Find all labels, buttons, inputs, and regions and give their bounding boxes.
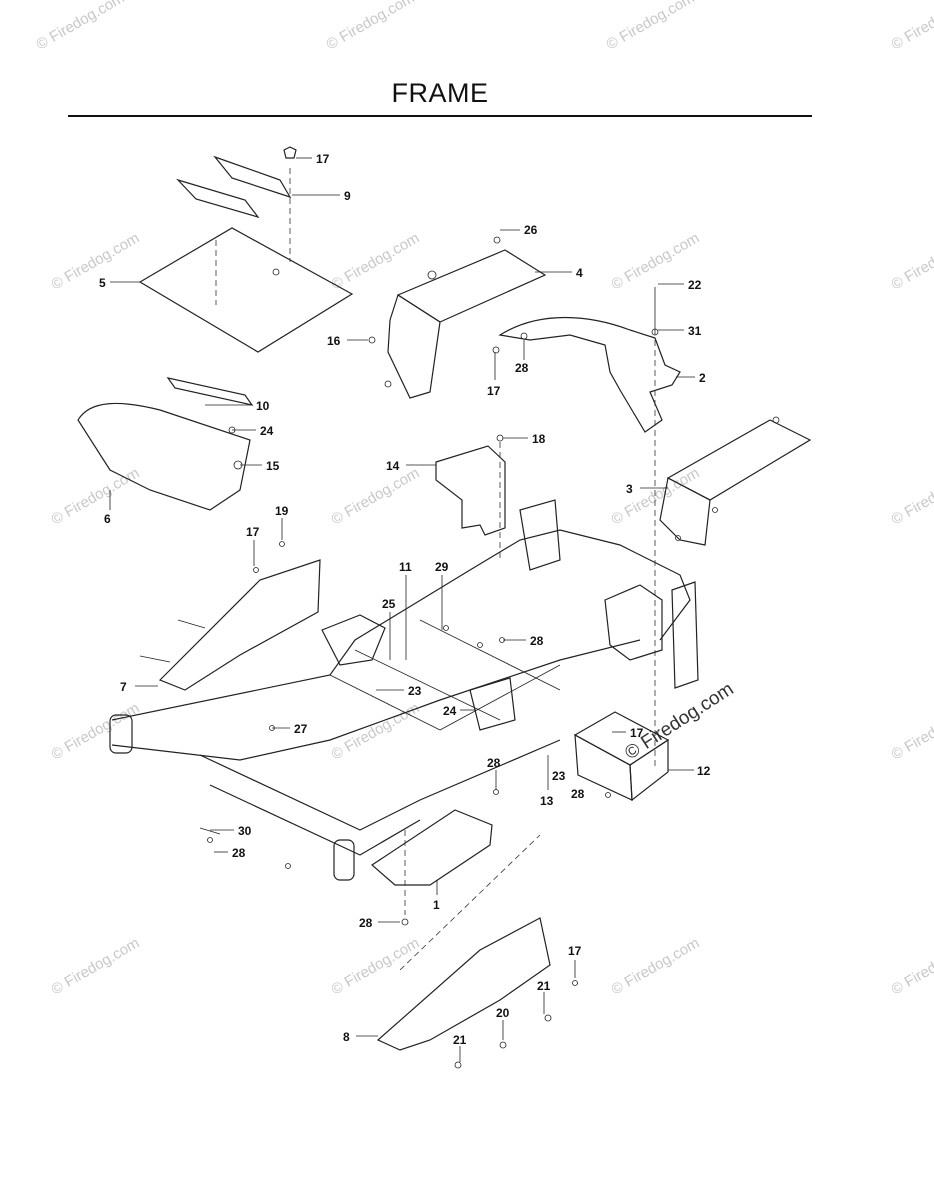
watermark: © Firedog.com [329, 229, 423, 293]
part-9-pads [176, 146, 297, 262]
watermark: © Firedog.com [324, 0, 418, 53]
watermark: © Firedog.com [49, 229, 143, 293]
title-rule [68, 115, 812, 117]
watermark: © Firedog.com [889, 0, 934, 53]
watermark: © Firedog.com [329, 934, 423, 998]
callout-2: 2 [699, 371, 706, 385]
callout-30: 30 [238, 824, 252, 838]
callout-17: 17 [568, 944, 582, 958]
callout-18: 18 [532, 432, 546, 446]
callout-13: 13 [540, 794, 554, 808]
callout-14: 14 [386, 459, 400, 473]
callout-15: 15 [266, 459, 280, 473]
watermark: © Firedog.com [329, 464, 423, 528]
callout-31: 31 [688, 324, 702, 338]
watermark: © Firedog.com [34, 0, 128, 53]
part-5-floor-plate [138, 227, 354, 353]
callout-23: 23 [552, 769, 566, 783]
part-7-side-plate [139, 541, 321, 691]
watermark: © Firedog.com [609, 464, 703, 528]
callout-21: 21 [453, 1033, 467, 1047]
watermark: © Firedog.com [609, 934, 703, 998]
part-3-cover [659, 416, 812, 546]
watermark: © Firedog.com [889, 934, 934, 998]
callout-28: 28 [359, 916, 373, 930]
watermark: © Firedog.com [49, 464, 143, 528]
main-frame [109, 499, 699, 881]
part-1-plate [371, 809, 493, 926]
part-14-bracket [435, 434, 506, 560]
callout-26: 26 [524, 223, 538, 237]
watermark: © Firedog.com [49, 699, 143, 763]
callout-8: 8 [343, 1030, 350, 1044]
callout-28: 28 [515, 361, 529, 375]
callout-9: 9 [344, 189, 351, 203]
watermark-prominent: © Firedog.com [621, 679, 737, 765]
part-4-cover [368, 236, 547, 399]
callout-28: 28 [487, 756, 501, 770]
callout-25: 25 [382, 597, 396, 611]
callout-4: 4 [576, 266, 583, 280]
callout-28: 28 [571, 787, 585, 801]
callout-19: 19 [275, 504, 289, 518]
callout-7: 7 [120, 680, 127, 694]
callout-21: 21 [537, 979, 551, 993]
watermark: © Firedog.com [604, 0, 698, 53]
callout-10: 10 [256, 399, 270, 413]
watermark: © Firedog.com [889, 229, 934, 293]
callout-17: 17 [487, 384, 501, 398]
callout-24: 24 [443, 704, 457, 718]
callout-29: 29 [435, 560, 449, 574]
watermark: © Firedog.com [889, 464, 934, 528]
callout-28: 28 [530, 634, 544, 648]
callout-labels: 17 9 5 26 4 22 31 16 17 28 2 10 24 15 18… [99, 152, 711, 1047]
callout-17: 17 [246, 525, 260, 539]
callout-1: 1 [433, 898, 440, 912]
callout-12: 12 [697, 764, 711, 778]
part-12-box [573, 711, 670, 802]
callout-5: 5 [99, 276, 106, 290]
callout-3: 3 [626, 482, 633, 496]
callout-27: 27 [294, 722, 308, 736]
callout-20: 20 [496, 1006, 510, 1020]
callout-24: 24 [260, 424, 274, 438]
callout-11: 11 [399, 560, 412, 574]
page-title: FRAME [391, 78, 489, 108]
watermark: © Firedog.com [329, 699, 423, 763]
callout-23: 23 [408, 684, 422, 698]
part-8-side-plate [376, 834, 578, 1069]
callout-17: 17 [630, 726, 644, 740]
watermark: © Firedog.com [889, 699, 934, 763]
callout-6: 6 [104, 512, 111, 526]
callout-28: 28 [232, 846, 246, 860]
callout-16: 16 [327, 334, 341, 348]
watermark: © Firedog.com [49, 934, 143, 998]
part-2-handle [492, 287, 681, 770]
callout-22: 22 [688, 278, 702, 292]
callout-17: 17 [316, 152, 330, 166]
leader-lines [109, 157, 695, 1062]
